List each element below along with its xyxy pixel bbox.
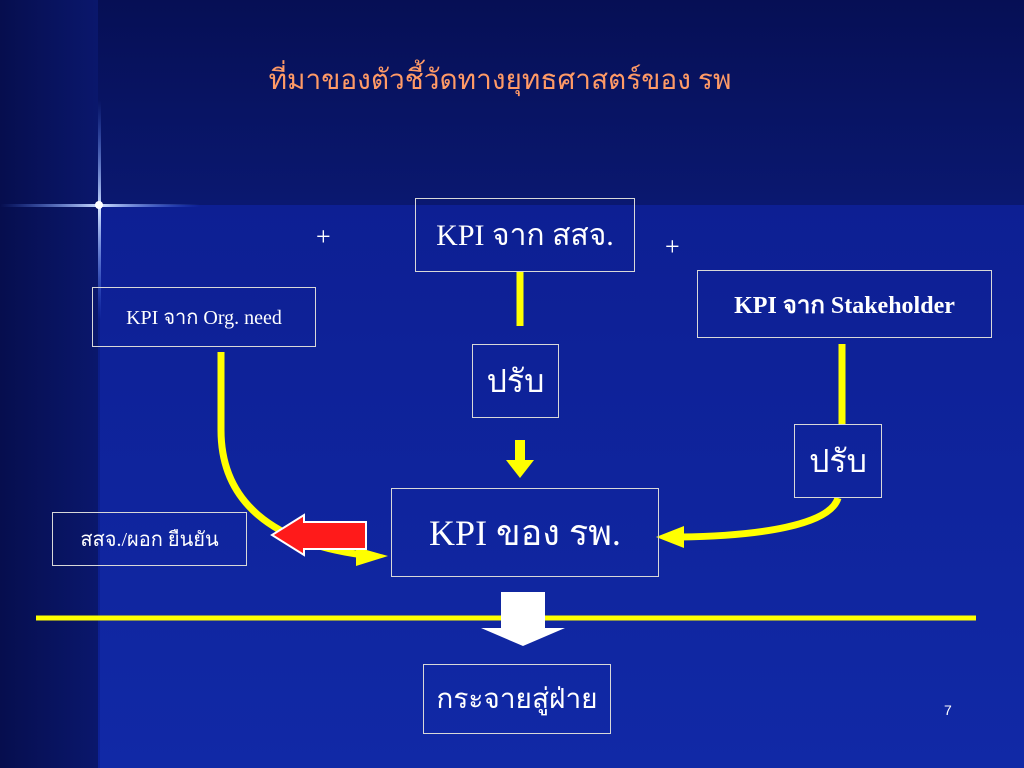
adjust-right-label: ปรับ [809, 442, 867, 479]
ssj-confirm-box: สสจ./ผอก ยืนยัน [52, 512, 247, 566]
page-number: 7 [944, 702, 952, 718]
kpi-from-ssj-label: KPI จาก สสจ. [436, 218, 614, 252]
plus-left: + [316, 222, 331, 251]
kpi-hospital-label: KPI ของ รพ. [429, 513, 621, 553]
plus-right: + [665, 232, 680, 261]
kpi-hospital-box: KPI ของ รพ. [391, 488, 659, 577]
top-band [0, 0, 1024, 205]
connector-adjust-to-kpi [679, 496, 842, 541]
arrowhead-org-need [356, 547, 388, 566]
arrowhead-stakeholder [656, 526, 684, 548]
kpi-from-org-need-label: KPI จาก Org. need [126, 307, 282, 329]
left-band [0, 0, 98, 768]
kpi-from-stakeholder-label: KPI จาก Stakeholder [734, 292, 955, 319]
distribute-box: กระจายสู่ฝ่าย [423, 664, 611, 734]
kpi-from-ssj-box: KPI จาก สสจ. [415, 198, 635, 272]
ssj-confirm-label: สสจ./ผอก ยืนยัน [80, 529, 219, 551]
sparkle-icon [0, 100, 200, 320]
adjust-center-box: ปรับ [472, 344, 559, 418]
confirm-arrow-icon [270, 513, 367, 557]
kpi-from-stakeholder-box: KPI จาก Stakeholder [697, 270, 992, 338]
adjust-center-label: ปรับ [486, 362, 545, 399]
arrow-adjust-to-kpi [506, 440, 534, 478]
down-arrow-icon [481, 592, 565, 646]
adjust-right-box: ปรับ [794, 424, 882, 498]
slide-title: ที่มาของตัวชี้วัดทางยุทธศาสตร์ของ รพ [268, 65, 732, 96]
right-band [100, 205, 1024, 768]
kpi-from-org-need-box: KPI จาก Org. need [92, 287, 316, 347]
distribute-label: กระจายสู่ฝ่าย [436, 684, 598, 715]
